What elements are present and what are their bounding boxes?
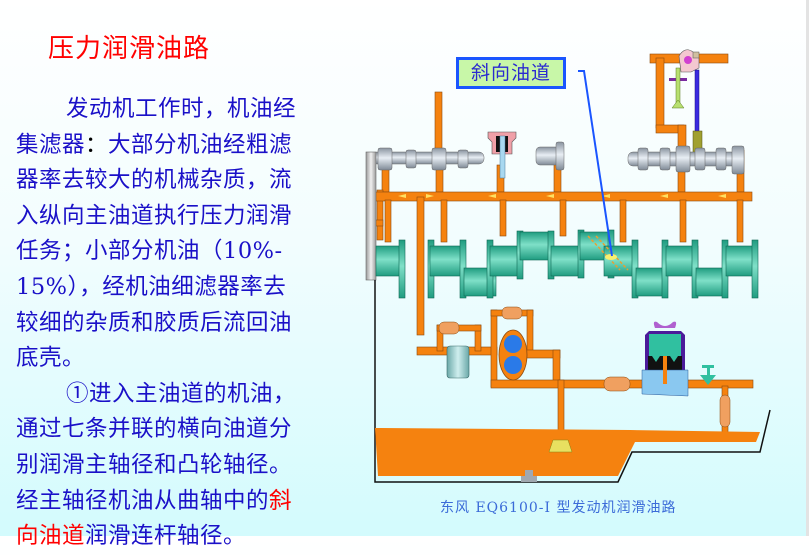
oil-strainer xyxy=(548,439,573,453)
text-line: 经主轴径机油从曲轴中的斜 xyxy=(16,484,356,520)
text-line: 向油道润滑连杆轴径。 xyxy=(16,519,356,555)
flow-arrows xyxy=(398,194,726,198)
colon: ： xyxy=(85,131,109,158)
text-line: 集滤器：大部分机油经粗滤 xyxy=(16,128,356,164)
diagonal-oil-passage xyxy=(587,235,629,271)
drain-plug xyxy=(521,470,537,482)
oil-hole-highlight xyxy=(605,254,617,260)
text-span: 集滤器 xyxy=(16,131,86,158)
coarse-filter xyxy=(446,345,470,379)
highlight-term: 向油道 xyxy=(16,523,86,550)
text-line: 15%），经机油细滤器率去 xyxy=(16,273,287,300)
text-line: 任务；小部分机油（10%- xyxy=(16,238,283,265)
callout-label: 斜向油道 xyxy=(456,57,566,89)
text-line: 底壳。 xyxy=(16,345,86,372)
text-span: 大部分机油经粗滤 xyxy=(108,131,293,158)
lubrication-diagram xyxy=(365,49,771,483)
body-text: 发动机工作时，机油经 集滤器：大部分机油经粗滤 器率去较大的机械杂质，流 入纵向… xyxy=(16,92,356,555)
callout-line xyxy=(578,70,613,257)
main-bearing-feeds xyxy=(370,199,744,243)
slide-edge xyxy=(806,0,809,536)
text-line: 入纵向主油道执行压力润滑 xyxy=(16,202,293,229)
text-line: 通过七条并联的横向油道分 xyxy=(16,416,293,443)
text-line: 别润滑主轴径和凸轮轴径。 xyxy=(16,451,293,478)
fuel-pump-cam xyxy=(535,141,565,171)
text-span: 经主轴径机油从曲轴中的 xyxy=(16,487,270,514)
oil-pump xyxy=(498,329,528,381)
camshaft-right xyxy=(627,145,745,175)
engine-block-outline xyxy=(374,280,771,483)
text-line: 器率去较大的机械杂质，流 xyxy=(16,167,293,194)
text-line: ①进入主油道的机油， xyxy=(66,380,297,407)
oil-pressure-sensor xyxy=(700,365,716,385)
diagram-caption: 东风 EQ6100-I 型发动机润滑油路 xyxy=(440,500,677,516)
oil-riser xyxy=(434,91,443,155)
text-line: 发动机工作时，机油经 xyxy=(66,96,297,122)
highlight-term: 斜 xyxy=(269,487,293,514)
main-feed-pipe xyxy=(416,196,425,336)
valve xyxy=(669,67,687,109)
text-line: 较细的杂质和胶质后流回油 xyxy=(16,309,293,336)
flywheel xyxy=(365,151,377,281)
relief-valve xyxy=(438,306,731,428)
text-span: 润滑连杆轴径。 xyxy=(85,523,247,550)
crankshaft xyxy=(375,229,759,299)
slide-title: 压力润滑油路 xyxy=(48,34,211,64)
rocker-arm xyxy=(678,49,700,73)
fine-filter xyxy=(641,321,689,397)
push-rod xyxy=(692,69,703,154)
camshaft xyxy=(371,147,485,171)
distributor-drive xyxy=(487,131,517,179)
